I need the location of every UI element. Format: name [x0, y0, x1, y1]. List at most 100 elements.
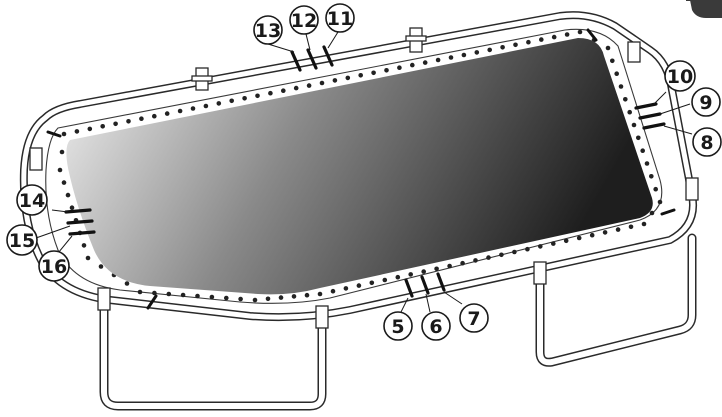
spring-group-right — [634, 102, 666, 130]
spring-dot — [474, 50, 480, 55]
callout-6-label: 6 — [429, 316, 442, 338]
spring-dot — [371, 70, 376, 76]
pole-socket-top-middle — [405, 27, 427, 53]
spring-dot — [422, 60, 428, 65]
spring-dot — [238, 296, 243, 302]
spring-dot — [317, 291, 323, 297]
spring-dot — [293, 85, 299, 91]
leader-lines — [35, 31, 693, 315]
spring-dot — [614, 71, 619, 76]
spring-dot — [610, 58, 615, 64]
pole-socket-front-left — [97, 287, 111, 311]
spring-group-bottom — [404, 272, 446, 298]
spring-dot — [177, 108, 183, 114]
callout-8-label: 8 — [700, 132, 713, 154]
spring-dot — [166, 291, 172, 297]
spring-dot — [306, 83, 312, 88]
spring-dot — [126, 119, 131, 124]
spring-dot — [435, 57, 441, 63]
spring-dot — [85, 255, 91, 261]
spring-dot — [653, 186, 658, 192]
spring-dot — [500, 45, 505, 50]
spring-dot — [124, 281, 130, 286]
spring-dot — [61, 180, 67, 185]
callout-5: 5 — [383, 311, 413, 341]
callout-15-label: 15 — [9, 230, 35, 252]
spring-dot — [602, 230, 608, 235]
callout-8: 8 — [692, 127, 722, 157]
spring-dot — [224, 295, 229, 301]
spring-dot — [252, 297, 258, 303]
callout-16: 16 — [38, 250, 70, 282]
spring-dot — [304, 292, 310, 298]
callout-5-label: 5 — [391, 316, 404, 338]
callout-10: 10 — [664, 60, 696, 92]
callout-15: 15 — [6, 224, 38, 256]
spring-dot — [636, 135, 641, 141]
spring-dot — [461, 52, 467, 58]
spring-dot — [410, 62, 415, 68]
spring-dot — [563, 238, 569, 244]
jumping-mat — [66, 38, 653, 295]
callout-13-label: 13 — [255, 20, 281, 42]
spring-dot — [190, 106, 196, 111]
spring-dot — [57, 167, 63, 173]
spring-dot — [397, 65, 402, 70]
spring-dot — [551, 34, 557, 40]
spring-dot — [139, 116, 144, 121]
spring-dot — [538, 244, 543, 249]
spring-dot — [369, 280, 375, 286]
corner-shape — [690, 0, 722, 18]
callout-12: 12 — [289, 5, 319, 35]
spring-dot — [589, 232, 595, 238]
spring-dot — [512, 249, 517, 255]
spring-accent-marks — [46, 28, 676, 310]
spring-dot — [434, 266, 439, 272]
spring-dot — [487, 47, 493, 53]
spring-dot — [628, 224, 634, 230]
spring-dot — [330, 288, 336, 294]
spring-group-top — [290, 45, 334, 72]
spring-dot — [203, 103, 209, 109]
callout-13: 13 — [253, 15, 283, 45]
spring-dot — [59, 149, 65, 155]
callout-14: 14 — [16, 184, 48, 216]
callout-10-label: 10 — [667, 66, 693, 88]
spring-dot — [209, 294, 215, 300]
callout-7: 7 — [459, 303, 489, 333]
leg-front-left — [99, 295, 327, 411]
spring-dot — [384, 68, 389, 73]
spring-dot — [644, 161, 650, 166]
callout-11: 11 — [325, 3, 355, 33]
spring-dot — [473, 258, 478, 263]
spring-dot — [618, 84, 624, 89]
spring-dot — [649, 174, 654, 179]
spring-dot — [152, 290, 157, 296]
callout-9: 9 — [691, 87, 721, 117]
spring-dot — [164, 111, 170, 116]
callout-16-label: 16 — [41, 256, 67, 278]
spring-dot — [278, 295, 284, 300]
spring-dot — [448, 55, 454, 60]
pole-socket-left — [29, 147, 43, 171]
spring-dot — [319, 80, 325, 86]
spring-dot — [513, 42, 518, 48]
spring-dot — [242, 96, 247, 101]
spring-dot — [343, 286, 349, 291]
spring-dot — [69, 205, 75, 210]
spring-dot — [551, 241, 556, 246]
spring-dot — [87, 126, 93, 132]
callout-7-label: 7 — [467, 308, 480, 330]
spring-dot — [525, 246, 530, 252]
spring-dot — [61, 131, 67, 137]
spring-dot — [447, 263, 452, 269]
callout-9-label: 9 — [699, 92, 712, 114]
spring-dot — [255, 93, 260, 99]
spring-dot — [615, 227, 621, 232]
pole-socket-front-right — [533, 261, 547, 285]
spring-dot — [576, 235, 582, 241]
spring-dot — [539, 37, 544, 42]
callout-12-label: 12 — [291, 10, 317, 32]
spring-dot — [291, 294, 297, 299]
